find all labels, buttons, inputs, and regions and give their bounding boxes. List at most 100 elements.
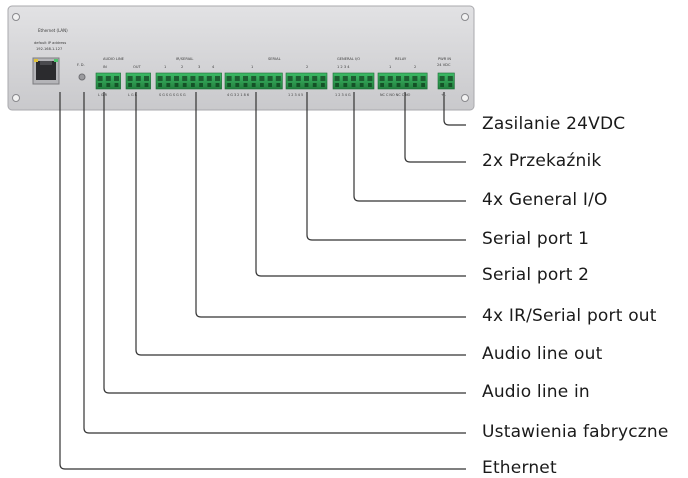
power-voltage-label: 24 VDC xyxy=(437,63,451,67)
leader-line-ir xyxy=(195,92,466,318)
gio-connector[interactable] xyxy=(332,72,375,90)
terminal-screw-icon xyxy=(447,76,453,81)
terminal-screw-icon xyxy=(215,76,220,81)
terminal-screw-icon xyxy=(251,76,257,81)
terminal-hole-icon xyxy=(251,83,256,87)
terminal-screw-icon xyxy=(342,76,348,81)
terminal-hole-icon xyxy=(321,83,325,87)
terminal-hole-icon xyxy=(199,83,203,87)
terminal-hole-icon xyxy=(166,83,171,87)
leader-lines xyxy=(59,92,466,470)
relay-number-2: 2 xyxy=(414,65,416,69)
terminal-screw-icon xyxy=(114,76,119,81)
terminal-screw-icon xyxy=(295,76,301,81)
terminal-hole-icon xyxy=(396,83,401,87)
leader-line-ethernet xyxy=(59,92,466,470)
terminal-screw-icon xyxy=(387,76,393,81)
terminal-screw-icon xyxy=(97,76,103,81)
terminal-hole-icon xyxy=(288,83,292,87)
terminal-screw-icon xyxy=(379,76,385,81)
terminal-hole-icon xyxy=(227,83,231,87)
ir-pin-labels: S G S G S G S G xyxy=(159,93,186,97)
serial1-connector[interactable] xyxy=(224,72,283,90)
terminal-hole-icon xyxy=(207,83,212,87)
leader-line-serial1 xyxy=(306,92,466,241)
callout-label-relay: 2x Przekaźnik xyxy=(482,151,602,171)
terminal-screw-icon xyxy=(287,76,293,81)
terminal-screw-icon xyxy=(420,76,426,81)
terminal-screw-icon xyxy=(135,76,141,81)
ethernet-port[interactable] xyxy=(32,57,60,85)
terminal-hole-icon xyxy=(388,83,393,87)
terminal-screw-icon xyxy=(267,76,273,81)
terminal-hole-icon xyxy=(158,83,162,87)
leader-line-audio-out xyxy=(135,92,466,356)
relay-connector[interactable] xyxy=(377,72,428,90)
terminal-hole-icon xyxy=(215,83,220,87)
callout-label-ir: 4x IR/Serial port out xyxy=(482,306,657,326)
audio-in-pin-labels: L G R xyxy=(98,93,108,97)
terminal-hole-icon xyxy=(144,83,149,87)
terminal-hole-icon xyxy=(106,83,111,87)
ip-caption: default IP address xyxy=(34,41,66,45)
gio-group-label: GENERAL I/O xyxy=(337,57,360,61)
terminal-screw-icon xyxy=(182,76,188,81)
factory-reset-label: F. D. xyxy=(77,63,85,67)
callout-label-serial2: Serial port 2 xyxy=(482,265,590,285)
terminal-screw-icon xyxy=(351,76,356,81)
leader-line-power xyxy=(443,92,466,126)
terminal-hole-icon xyxy=(351,83,356,87)
callout-label-power: Zasilanie 24VDC xyxy=(482,114,626,134)
gio-numbers: 1 2 3 4 xyxy=(337,65,350,69)
terminal-hole-icon xyxy=(404,83,409,87)
terminal-hole-icon xyxy=(312,83,317,87)
terminal-screw-icon xyxy=(165,76,171,81)
audio-out-connector[interactable] xyxy=(125,72,151,90)
power-connector[interactable] xyxy=(437,72,455,90)
mount-screw-icon xyxy=(12,94,20,102)
audio-out-label: OUT xyxy=(133,65,141,69)
serial2-pin-labels: 1 2 3 4 5 xyxy=(288,93,303,97)
terminal-hole-icon xyxy=(304,83,309,87)
relay-group-label: RELAY xyxy=(395,57,407,61)
audio-in-connector[interactable] xyxy=(95,72,121,90)
relay-number-1: 1 xyxy=(389,65,391,69)
terminal-screw-icon xyxy=(312,76,318,81)
terminal-screw-icon xyxy=(334,76,340,81)
terminal-hole-icon xyxy=(174,83,179,87)
ir-number-3: 3 xyxy=(198,65,200,69)
serial-group-label: SERIAL xyxy=(268,57,281,61)
serial-number-2: 2 xyxy=(306,65,308,69)
ir-serial-connector[interactable] xyxy=(155,72,222,90)
terminal-screw-icon xyxy=(404,76,410,81)
terminal-hole-icon xyxy=(268,83,272,87)
terminal-hole-icon xyxy=(343,83,348,87)
ir-number-1: 1 xyxy=(164,65,166,69)
audio-in-label: IN xyxy=(103,65,107,69)
terminal-hole-icon xyxy=(276,83,281,87)
terminal-blocks xyxy=(95,72,455,90)
ir-number-2: 2 xyxy=(181,65,183,69)
terminal-hole-icon xyxy=(235,83,240,87)
serial2-connector[interactable] xyxy=(285,72,328,90)
terminal-screw-icon xyxy=(243,76,248,81)
factory-reset-button[interactable] xyxy=(78,73,86,81)
leader-line-audio-in xyxy=(103,92,466,394)
mount-screw-icon xyxy=(461,94,469,102)
terminal-screw-icon xyxy=(157,76,163,81)
relay-pin-labels: NC C NO NC C NO xyxy=(380,93,411,97)
ir-number-4: 4 xyxy=(212,65,215,69)
callout-label-audio-out: Audio line out xyxy=(482,344,603,364)
terminal-hole-icon xyxy=(260,83,264,87)
terminal-hole-icon xyxy=(243,83,248,87)
leader-line-gio xyxy=(353,92,466,202)
terminal-hole-icon xyxy=(114,83,119,87)
terminal-screw-icon xyxy=(320,76,326,81)
terminal-screw-icon xyxy=(275,76,281,81)
callout-label-serial1: Serial port 1 xyxy=(482,229,590,249)
terminal-hole-icon xyxy=(448,83,453,87)
leader-line-relay xyxy=(404,92,466,163)
terminal-screw-icon xyxy=(359,76,365,81)
terminal-hole-icon xyxy=(380,83,384,87)
terminal-hole-icon xyxy=(98,83,102,87)
